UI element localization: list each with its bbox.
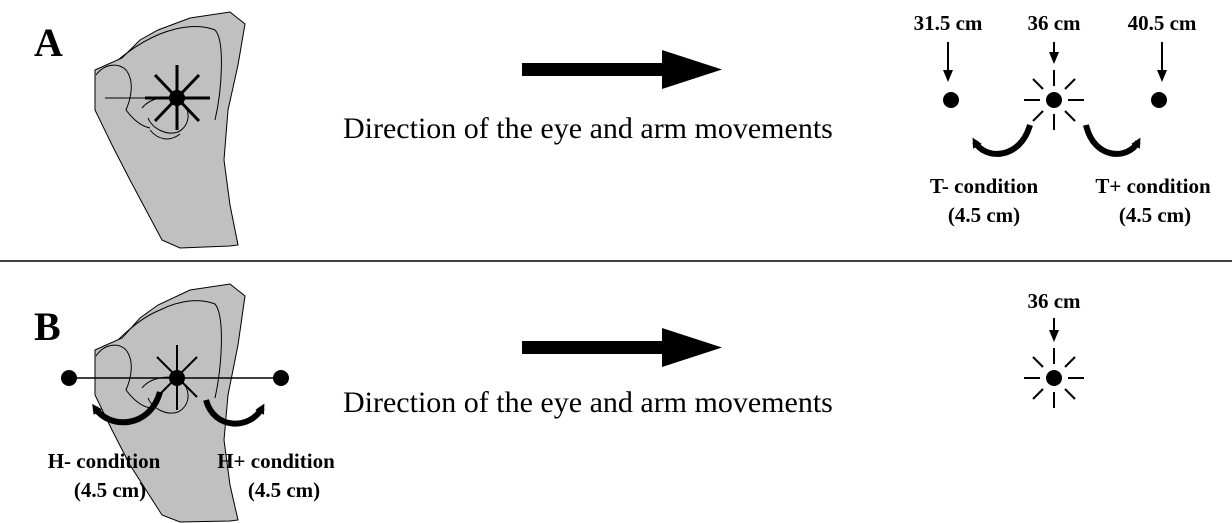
direction-arrow-icon bbox=[522, 328, 722, 367]
distance-label-center: 36 cm bbox=[1027, 11, 1081, 35]
target-dot-left bbox=[61, 370, 77, 386]
condition-label: T- condition bbox=[930, 174, 1039, 198]
curved-arrow-left-icon bbox=[92, 391, 163, 426]
target-dot-far bbox=[1151, 92, 1167, 108]
panel-a: A Direction of the eye and arm movements bbox=[34, 11, 1211, 249]
down-arrow-icon bbox=[1049, 42, 1059, 64]
condition-label: H- condition bbox=[48, 449, 161, 473]
panel-b-label: B bbox=[34, 304, 61, 349]
flash-star-icon bbox=[1024, 70, 1084, 130]
caption-a: Direction of the eye and arm movements bbox=[343, 112, 833, 145]
caption-b: Direction of the eye and arm movements bbox=[343, 386, 833, 419]
down-arrow-icon bbox=[943, 42, 953, 82]
fixation-dot bbox=[169, 370, 185, 386]
condition-label: H+ condition bbox=[217, 449, 335, 473]
fixation-dot bbox=[169, 90, 185, 106]
condition-label: T+ condition bbox=[1095, 174, 1211, 198]
hand-illustration-a bbox=[94, 11, 246, 249]
distance-label-near: 31.5 cm bbox=[914, 11, 983, 35]
direction-arrow-icon bbox=[522, 50, 722, 89]
down-arrow-icon bbox=[1157, 42, 1167, 82]
condition-amount: (4.5 cm) bbox=[1119, 203, 1191, 227]
down-arrow-icon bbox=[1049, 318, 1059, 342]
curved-arrow-right-icon bbox=[1083, 124, 1141, 157]
curved-arrow-left-icon bbox=[972, 124, 1033, 157]
condition-amount: (4.5 cm) bbox=[74, 478, 146, 502]
flash-star-icon bbox=[105, 65, 210, 130]
distance-label-center: 36 cm bbox=[1027, 289, 1081, 313]
distance-label-far: 40.5 cm bbox=[1128, 11, 1197, 35]
panel-a-label: A bbox=[34, 20, 63, 65]
hand-illustration-b bbox=[61, 283, 289, 523]
flash-star-icon bbox=[1024, 348, 1084, 408]
target-dot-near bbox=[943, 92, 959, 108]
condition-amount: (4.5 cm) bbox=[948, 203, 1020, 227]
curved-arrow-right-icon bbox=[203, 398, 265, 427]
target-dot-right bbox=[273, 370, 289, 386]
condition-amount: (4.5 cm) bbox=[248, 478, 320, 502]
panel-b: B H- condition (4.5 cm) H+ condition (4.… bbox=[34, 283, 1084, 523]
